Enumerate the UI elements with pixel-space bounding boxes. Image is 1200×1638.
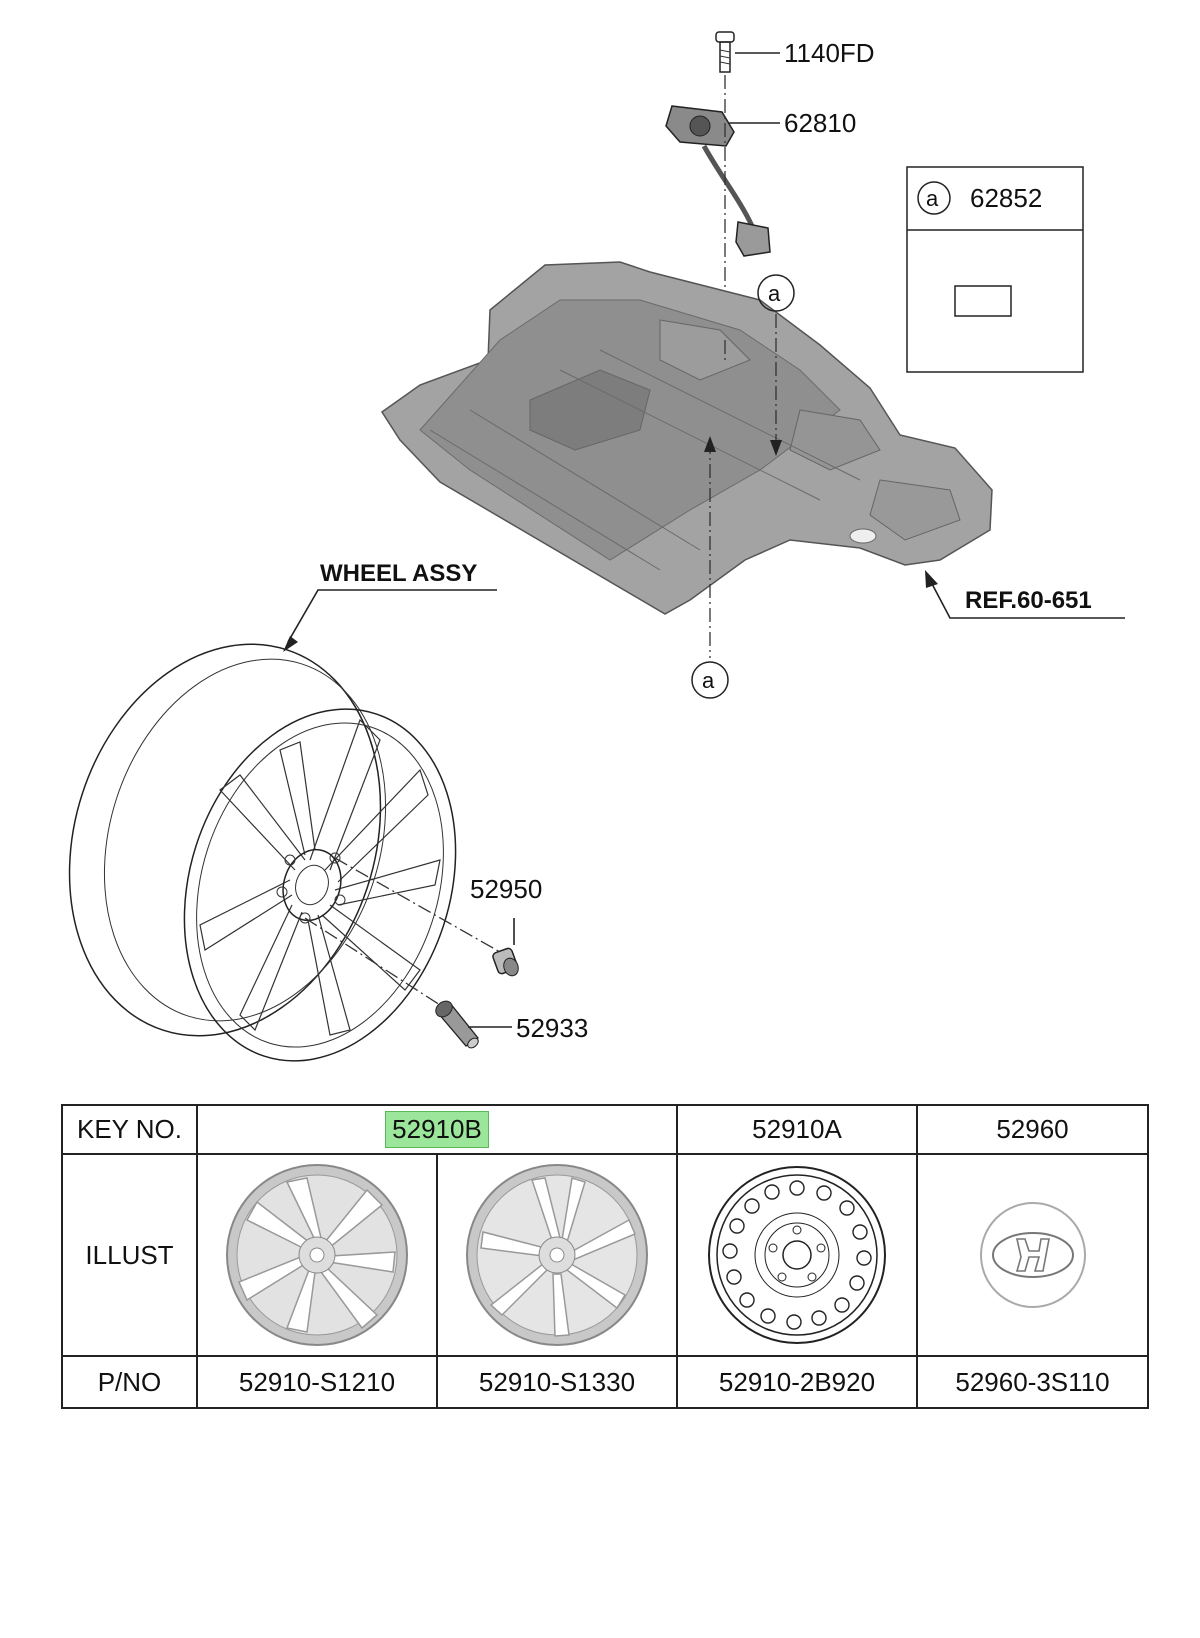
p-no-52960-3s110: 52960-3S110 xyxy=(955,1366,1110,1397)
label-reference-box: a 62852 xyxy=(906,166,1084,373)
lug-nut-icon xyxy=(492,947,519,977)
wheel-assy-icon xyxy=(68,643,457,1062)
marker-a-bottom: a xyxy=(691,661,729,699)
spare-tire-carrier-icon xyxy=(665,105,771,257)
hub-cap-logo-icon xyxy=(979,1202,1086,1308)
steel-wheel-icon xyxy=(708,1166,886,1344)
floor-panel-icon xyxy=(380,261,993,615)
svg-text:a: a xyxy=(702,668,715,693)
valve-stem-icon xyxy=(435,1000,479,1049)
callout-62810: 62810 xyxy=(784,108,856,138)
callout-wheel-assy: WHEEL ASSY xyxy=(320,560,477,587)
p-no-52910-2b920: 52910-2B920 xyxy=(718,1366,876,1397)
key-no-52910b: 52910B xyxy=(385,1111,489,1148)
p-no-52910-s1330: 52910-S1330 xyxy=(478,1366,636,1397)
svg-text:a: a xyxy=(768,281,781,306)
alloy-wheel-twin-spoke-icon xyxy=(466,1164,648,1346)
callout-1140fd: 1140FD xyxy=(784,38,875,68)
key-no-52910a: 52910A xyxy=(752,1114,842,1144)
p-no-52910-s1210: 52910-S1210 xyxy=(238,1366,396,1397)
parts-table: KEY NO. 52910B 52910A 52960 ILLUST xyxy=(61,1104,1149,1409)
header-key-no: KEY NO. xyxy=(76,1114,182,1144)
label-sticker-icon xyxy=(954,285,1012,317)
label-tag-a: a xyxy=(926,186,939,211)
callout-62852: 62852 xyxy=(970,183,1042,213)
key-no-52960: 52960 xyxy=(996,1114,1069,1144)
callout-52950: 52950 xyxy=(470,874,542,904)
marker-a-top: a xyxy=(757,274,795,312)
header-p-no: P/NO xyxy=(97,1366,162,1397)
callout-52933: 52933 xyxy=(516,1013,588,1043)
bolt-icon xyxy=(715,31,735,73)
header-illust: ILLUST xyxy=(85,1239,174,1270)
alloy-wheel-icon xyxy=(226,1164,408,1346)
callout-ref-60-651: REF.60-651 xyxy=(965,587,1092,614)
